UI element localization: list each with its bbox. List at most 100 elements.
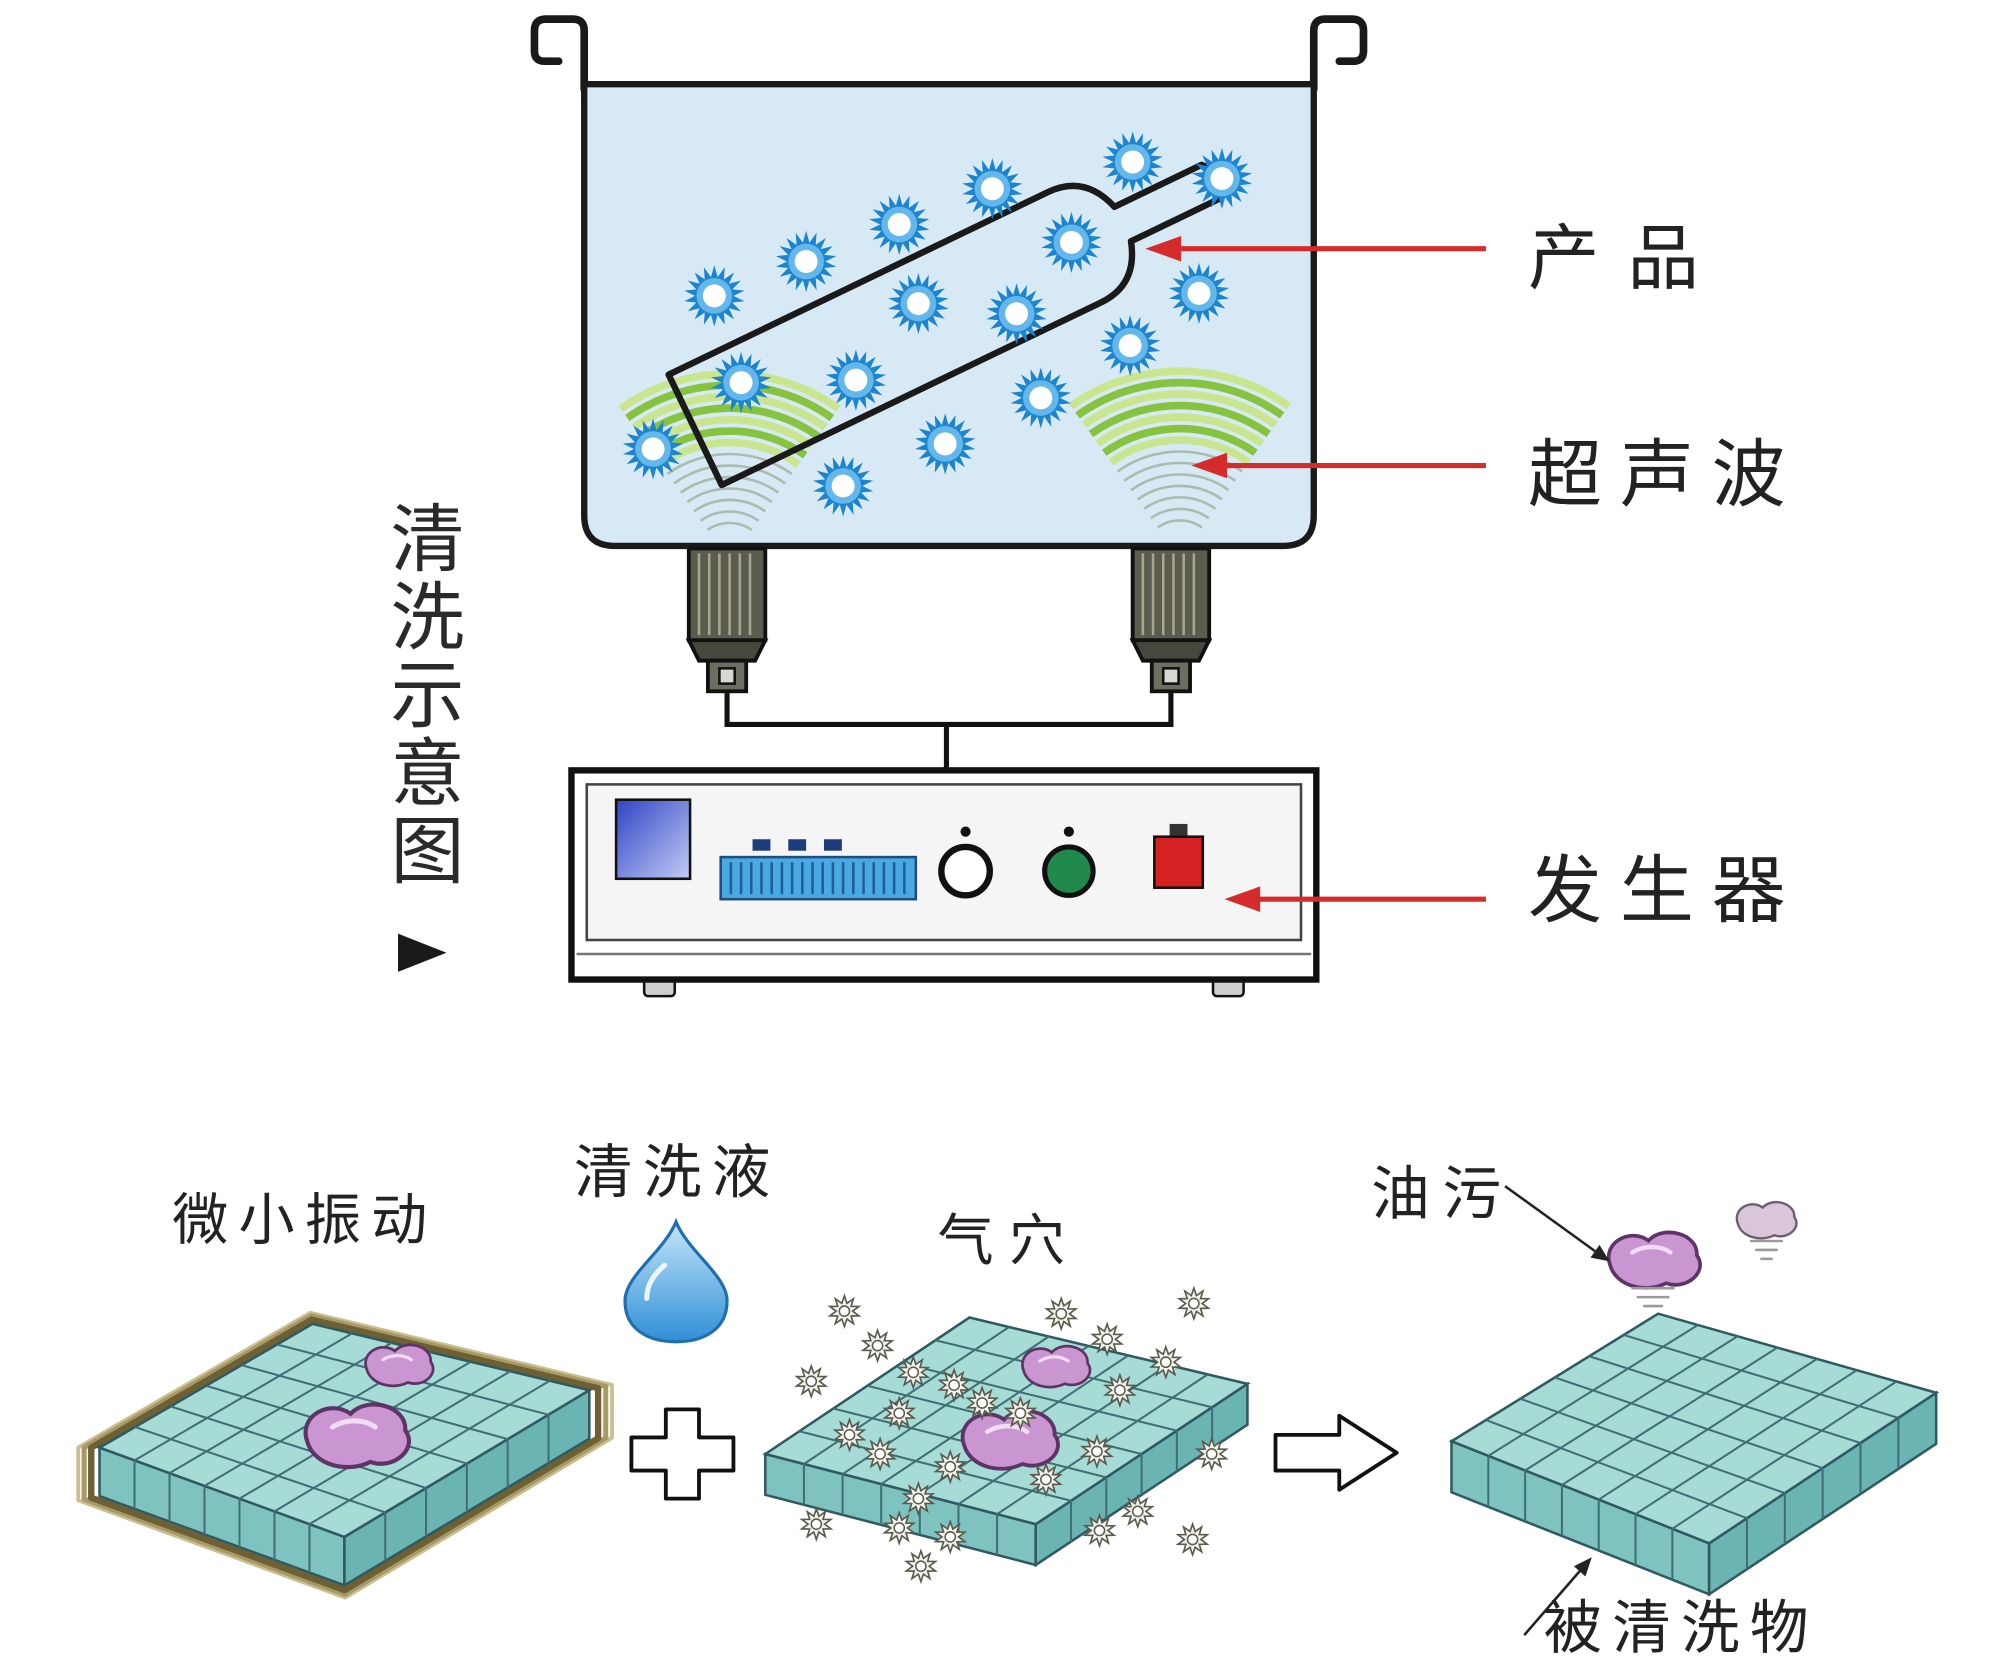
- indicator-cap: [1169, 823, 1188, 837]
- tile-grid-line: [1520, 1397, 1786, 1495]
- label-product: 产品: [1528, 217, 1727, 300]
- transducer-right: [1129, 546, 1213, 694]
- oil-stain-leader: [1504, 1185, 1610, 1262]
- wave-arc: [1101, 424, 1258, 456]
- vibration-outline: [88, 1316, 602, 1594]
- tile-grid-line: [803, 1326, 1010, 1465]
- label-oil-stain: 油污: [1371, 1160, 1514, 1228]
- cleaned-surface: [1448, 1312, 1940, 1597]
- generator-knob-white: [938, 843, 993, 899]
- tile-grid-line: [1588, 1355, 1861, 1444]
- transducer-terminal: [718, 667, 736, 685]
- wave-arc: [1136, 484, 1223, 501]
- wave-arc: [680, 475, 780, 494]
- tile-grid-line: [308, 1379, 551, 1526]
- label-cleaning-liquid: 清洗液: [574, 1139, 781, 1207]
- cleaning-tank: [530, 15, 1368, 550]
- label-micro-vibration: 微小振动: [172, 1189, 437, 1254]
- knob-marker-dot: [960, 826, 971, 837]
- tile-grid-line: [1554, 1376, 1823, 1469]
- cavitation-bubble: [1045, 1297, 1077, 1330]
- wave-arc: [1116, 450, 1243, 473]
- wave-arc: [673, 464, 786, 485]
- transducer-taper: [1129, 638, 1213, 663]
- plus-icon: [629, 1407, 736, 1501]
- transducer-connector: [1149, 658, 1192, 694]
- transducer-left: [685, 546, 769, 694]
- wave-arc: [1068, 367, 1291, 410]
- wave-arc: [1156, 519, 1203, 529]
- wave-arc: [1081, 390, 1278, 428]
- tile-grid-line: [1485, 1419, 1748, 1520]
- wave-arc: [1130, 473, 1230, 492]
- label-ultrasonic-wave: 超声波: [1528, 432, 1803, 518]
- pointer-arrowhead-icon: [1224, 886, 1261, 912]
- leader-line: [1523, 1566, 1584, 1636]
- tile-grid-line: [170, 1405, 427, 1489]
- vibrating-surface: [76, 1310, 614, 1600]
- tile-grid-line: [1524, 1335, 1739, 1472]
- cavitation-bubble: [829, 1295, 860, 1328]
- tile-grid-line: [1598, 1358, 1818, 1501]
- wave-arc: [1075, 378, 1285, 419]
- tile-grid-line: [168, 1341, 393, 1475]
- vibration-outline: [81, 1313, 609, 1597]
- tile-grid-line: [1623, 1333, 1899, 1419]
- generator-power-indicator: [1153, 835, 1205, 889]
- generator-display-screen: [614, 798, 692, 881]
- tile-grid-line: [1561, 1346, 1778, 1486]
- wave-arc: [1150, 507, 1210, 520]
- meter-led: [823, 839, 842, 851]
- tile-grid-line: [1487, 1324, 1699, 1457]
- tile-grid-line: [1634, 1369, 1858, 1515]
- wave-arc: [666, 452, 793, 475]
- transducer-body: [1130, 546, 1212, 643]
- diagram-side-title: 清洗示意图: [378, 500, 464, 890]
- cleaned-object-leader: [1523, 1557, 1592, 1636]
- slab-top-face: [1448, 1312, 1940, 1545]
- oil-stain-blob: [963, 1411, 1058, 1469]
- wave-arc: [1088, 401, 1271, 438]
- detached-oil-stains: [1609, 1200, 1798, 1308]
- oil-stain-blob: [1609, 1232, 1700, 1287]
- leader-arrowhead-icon: [1590, 1244, 1610, 1262]
- wave-arc: [686, 487, 773, 504]
- cavitation-bubble: [795, 1365, 827, 1398]
- knob-marker-dot: [1063, 826, 1074, 837]
- tank-right-hook: [1309, 15, 1368, 94]
- label-cleaned-object: 被清洗物: [1543, 1594, 1818, 1662]
- leader-arrowhead-icon: [1573, 1557, 1592, 1577]
- cavitation-bubble: [800, 1508, 832, 1541]
- wave-arc: [693, 498, 766, 513]
- vibration-outline: [76, 1310, 614, 1600]
- wave-arc: [699, 510, 760, 522]
- generator-knob-green: [1042, 844, 1096, 898]
- tile-grid-line: [134, 1332, 353, 1462]
- label-generator: 发生器: [1528, 848, 1803, 934]
- oil-stain-blob: [1020, 1344, 1092, 1389]
- tile-slab: [1448, 1312, 1940, 1597]
- transducer-terminal: [1161, 667, 1180, 685]
- tile-grid-line: [1671, 1380, 1898, 1530]
- meter-led: [752, 839, 771, 851]
- pointer-generator: [1224, 886, 1486, 912]
- transducer-wire: [724, 691, 1174, 728]
- right-arrow-icon: [1273, 1413, 1399, 1492]
- meter-led: [788, 839, 807, 851]
- pointer-arrowhead-icon: [1191, 452, 1228, 479]
- wave-arc: [1143, 496, 1217, 510]
- transducer-taper: [685, 638, 769, 663]
- play-triangle-icon: [397, 933, 447, 972]
- label-cavitation: 气穴: [938, 1209, 1081, 1274]
- generator-level-meter: [719, 855, 918, 901]
- transducer-ridges: [697, 553, 752, 636]
- leader-line: [1504, 1185, 1598, 1254]
- cavitation-bubble: [862, 1329, 893, 1362]
- wave-arc: [1095, 413, 1265, 447]
- cavitation-bubble: [905, 1550, 937, 1583]
- pointer-product: [1145, 235, 1486, 262]
- tank-body: [581, 80, 1317, 550]
- tank-left-hook: [530, 15, 589, 94]
